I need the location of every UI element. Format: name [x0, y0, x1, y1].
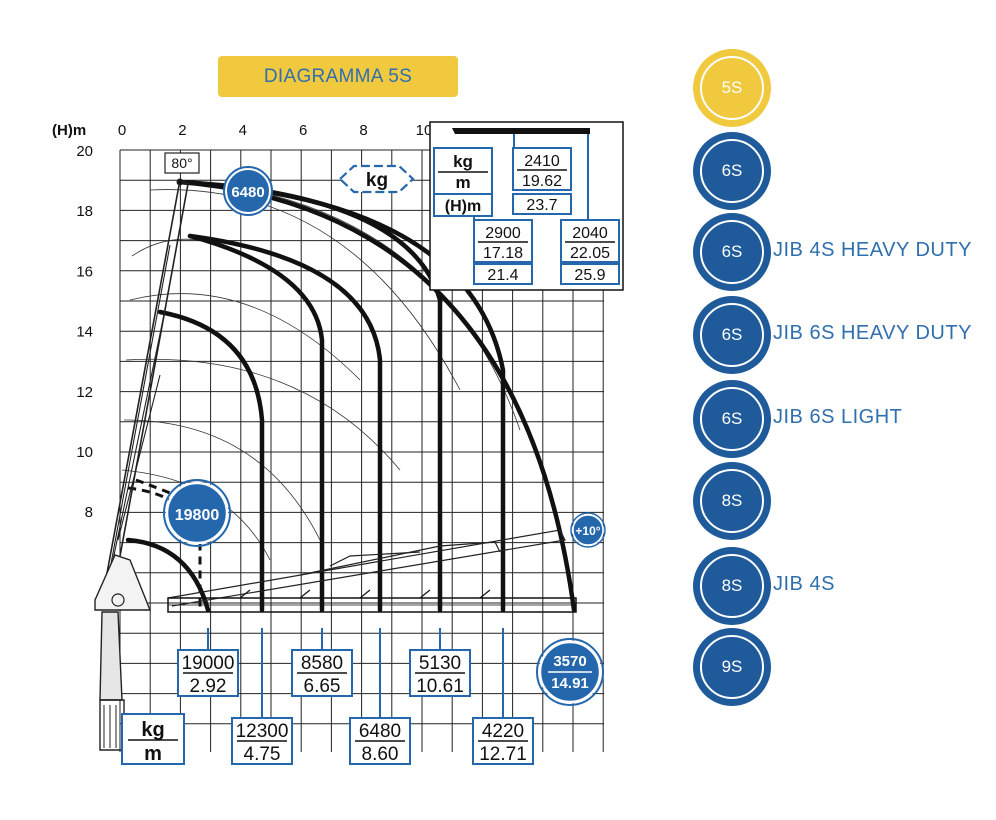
kg-badge: kg [338, 164, 415, 194]
diagram-title: DIAGRAMMA 5S [218, 56, 458, 97]
load-kg: 19000 [182, 653, 235, 674]
horizontal-boom [167, 589, 577, 613]
svg-text:23.7: 23.7 [526, 197, 557, 214]
model-label[interactable]: JIB 6S LIGHT [773, 406, 903, 428]
load-kg: 8580 [301, 653, 343, 674]
badge-6480: 6480 [223, 166, 273, 216]
y-tick-label: 10 [76, 444, 93, 461]
svg-text:21.4: 21.4 [487, 267, 518, 284]
x-tick-label: 4 [239, 122, 247, 139]
svg-text:25.9: 25.9 [574, 267, 605, 284]
load-distance: 8.60 [362, 744, 399, 765]
x-tick-label: 6 [299, 122, 307, 139]
y-tick-label: 16 [76, 263, 93, 280]
load-kg: 4220 [482, 721, 524, 742]
load-chart: (H)m 0 2 4 6 8 10 20 18 16 14 12 10 8 [52, 121, 624, 765]
svg-text:3570: 3570 [553, 653, 586, 670]
model-button-8s[interactable]: 8S [693, 462, 771, 540]
load-kg: 5130 [419, 653, 461, 674]
load-distance: 2.92 [190, 676, 227, 697]
model-button-5s[interactable]: 5S [693, 49, 771, 127]
model-code: 5S [700, 56, 764, 120]
load-kg: 6480 [359, 721, 401, 742]
tilted-boom [167, 529, 566, 607]
y-tick-label: 18 [76, 203, 93, 220]
x-tick-label: 0 [118, 122, 126, 139]
model-button-6s[interactable]: 6S [693, 132, 771, 210]
svg-text:m: m [455, 173, 470, 192]
y-tick-label: 14 [76, 324, 93, 341]
load-kg: 12300 [236, 721, 289, 742]
svg-text:+10°: +10° [575, 524, 600, 538]
badge-tilt: +10° [570, 512, 606, 548]
x-tick-label: 2 [178, 122, 186, 139]
model-button-9s[interactable]: 9S [693, 628, 771, 706]
model-code: 6S [700, 139, 764, 203]
model-code: 6S [700, 220, 764, 284]
svg-text:m: m [144, 743, 162, 765]
model-label[interactable]: JIB 4S HEAVY DUTY [773, 239, 972, 261]
svg-text:14.91: 14.91 [551, 675, 589, 692]
svg-text:kg: kg [366, 170, 388, 191]
x-tick-label: 10 [416, 122, 433, 139]
model-button-6s-jib-6s-heavy-duty[interactable]: 6S [693, 296, 771, 374]
model-button-6s-jib-4s-heavy-duty[interactable]: 6S [693, 213, 771, 291]
svg-text:(H)m: (H)m [445, 198, 481, 215]
x-tick-label: 8 [359, 122, 367, 139]
model-button-8s-jib-4s[interactable]: 8S [693, 547, 771, 625]
angle-label: 80° [171, 155, 192, 171]
model-button-6s-jib-6s-light[interactable]: 6S [693, 380, 771, 458]
load-distance: 12.71 [479, 744, 527, 765]
load-distance: 6.65 [304, 676, 341, 697]
model-code: 8S [700, 554, 764, 618]
model-code: 6S [700, 303, 764, 367]
y-tick-label: 12 [76, 384, 93, 401]
y-unit-label: (H)m [52, 122, 86, 139]
svg-text:kg: kg [141, 719, 164, 741]
model-label[interactable]: JIB 4S [773, 573, 835, 595]
svg-text:2410: 2410 [524, 153, 560, 170]
model-code: 6S [700, 387, 764, 451]
model-label[interactable]: JIB 6S HEAVY DUTY [773, 322, 972, 344]
y-tick-label: 8 [85, 504, 93, 521]
svg-text:2040: 2040 [572, 225, 608, 242]
angle-box [164, 152, 200, 174]
load-distance: 10.61 [416, 676, 464, 697]
svg-text:6480: 6480 [231, 184, 264, 201]
model-code: 9S [700, 635, 764, 699]
svg-text:2900: 2900 [485, 225, 521, 242]
badge-19800: 19800 [163, 479, 231, 547]
model-code: 8S [700, 469, 764, 533]
svg-text:19.62: 19.62 [522, 173, 562, 190]
load-distance: 4.75 [244, 744, 281, 765]
crane-column [94, 178, 189, 751]
svg-text:19800: 19800 [175, 507, 220, 524]
badge-tip: 3570 14.91 [536, 638, 604, 706]
jib-legend-panel: kg m (H)m 2410 19.62 23.7 2900 17.18 21.… [429, 121, 624, 291]
unit-box: kg m [121, 713, 185, 765]
y-tick-label: 20 [76, 143, 93, 160]
svg-text:kg: kg [453, 152, 473, 171]
svg-text:17.18: 17.18 [483, 245, 523, 262]
svg-text:22.05: 22.05 [570, 245, 610, 262]
